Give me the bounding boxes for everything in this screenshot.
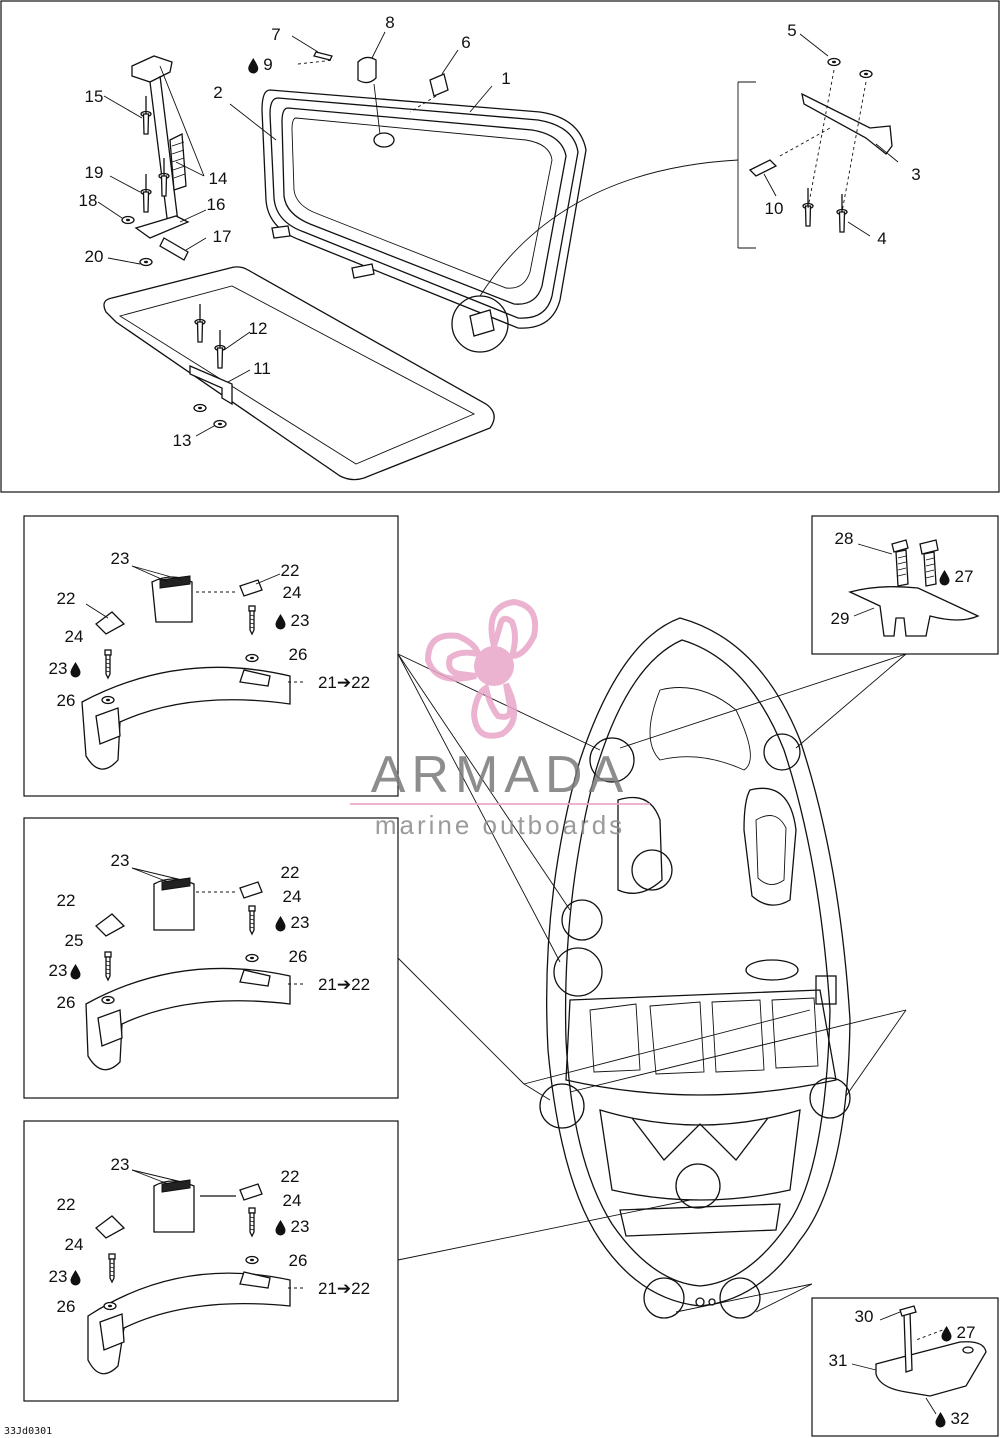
callout-a21: 21➔22: [318, 673, 370, 692]
callout-p26b: 26: [57, 1297, 76, 1316]
callout-e32: 32: [951, 1409, 970, 1428]
callout-b22b: 22: [281, 863, 300, 882]
bottom-panel-frame: [811, 1297, 999, 1437]
callout-b21: 21➔22: [318, 975, 370, 994]
drop-icon: [70, 662, 81, 678]
watercraft-top-view: [397, 617, 907, 1319]
panel-b-frame: [23, 817, 399, 1099]
hinge-assembly: [97, 55, 207, 267]
drop-icon: [70, 1270, 81, 1286]
cleat-panel-callouts: 28 27 29: [831, 529, 974, 628]
drop-icon: [248, 58, 259, 74]
callout-a26a: 26: [289, 645, 308, 664]
callout-p22b: 22: [281, 1167, 300, 1186]
callout-a22b: 22: [281, 561, 300, 580]
callout-c7: 7: [271, 25, 280, 44]
callout-b23b: 23: [291, 913, 310, 932]
hatch-opening: [103, 266, 495, 481]
callout-e27: 27: [957, 1323, 976, 1342]
callout-b25: 25: [65, 931, 84, 950]
drop-icon: [939, 570, 950, 586]
callout-c15: 15: [85, 87, 104, 106]
latch-parts: [291, 31, 459, 135]
callout-c19: 19: [85, 163, 104, 182]
drop-icon: [935, 1412, 946, 1428]
callout-p24a: 24: [65, 1235, 84, 1254]
hatch-cover: [261, 89, 587, 329]
callout-p21: 21➔22: [318, 1279, 370, 1298]
callout-c13: 13: [173, 431, 192, 450]
panel-c-frame: [23, 1120, 399, 1402]
drop-icon: [275, 614, 286, 630]
callout-c18: 18: [79, 191, 98, 210]
bottom-panel-parts: [851, 1305, 987, 1415]
drop-icon: [941, 1326, 952, 1342]
panel-a-frame: [23, 515, 399, 797]
callout-a23c: 23: [49, 659, 68, 678]
callout-c5: 5: [787, 21, 796, 40]
callout-e31: 31: [829, 1351, 848, 1370]
callout-c6: 6: [461, 33, 470, 52]
callout-b24a: 24: [283, 887, 302, 906]
callout-b26b: 26: [57, 993, 76, 1012]
callout-d29: 29: [831, 609, 850, 628]
callout-b23c: 23: [49, 961, 68, 980]
drop-icon: [275, 916, 286, 932]
panel-c-callouts: 23 22 22 24 24 23 26 23 26 21➔22: [49, 1155, 370, 1316]
bottom-panel-callouts: 30 27 31 32: [829, 1307, 976, 1428]
panel-c-parts: [87, 1169, 306, 1375]
callout-c10: 10: [765, 199, 784, 218]
callout-p23a: 23: [111, 1155, 130, 1174]
callout-c17: 17: [213, 227, 232, 246]
top-section-frame: [0, 0, 1000, 493]
callout-a23a: 23: [111, 549, 130, 568]
callout-p26a: 26: [289, 1251, 308, 1270]
cleat-panel-parts: [848, 539, 980, 637]
panel-b-parts: [85, 867, 306, 1071]
panel-a-callouts: 23 22 22 24 23 24 26 23 26 21➔22: [49, 549, 370, 710]
callout-c1: 1: [501, 69, 510, 88]
callout-d28: 28: [835, 529, 854, 548]
callout-a23b: 23: [291, 611, 310, 630]
panel-a-parts: [81, 565, 306, 770]
watermark-brand: ARMADA: [371, 746, 629, 804]
callout-c8: 8: [385, 13, 394, 32]
callout-c9: 9: [263, 55, 272, 74]
callout-b22a: 22: [57, 891, 76, 910]
callout-a26b: 26: [57, 691, 76, 710]
diagram-code: 33Jd0301: [4, 1426, 52, 1437]
latch-bracket-detail: [737, 33, 899, 249]
callout-b26a: 26: [289, 947, 308, 966]
propeller-logo-icon: [424, 598, 538, 739]
callout-c2: 2: [213, 83, 222, 102]
callout-c4: 4: [877, 229, 886, 248]
callout-a24a: 24: [283, 583, 302, 602]
watermark-tagline: marine outboards: [375, 810, 625, 840]
callout-c11: 11: [253, 359, 271, 378]
drop-icon: [70, 964, 81, 980]
callout-a22a: 22: [57, 589, 76, 608]
callout-c14: 14: [209, 169, 228, 188]
callout-p23b: 23: [291, 1217, 310, 1236]
callout-p22a: 22: [57, 1195, 76, 1214]
callout-p23c: 23: [49, 1267, 68, 1286]
panel-b-callouts: 23 22 22 24 25 23 26 23 26 21➔22: [49, 851, 370, 1012]
callout-c20: 20: [85, 247, 104, 266]
callout-p24b: 24: [283, 1191, 302, 1210]
callout-c12: 12: [249, 319, 268, 338]
bracket-11: [189, 303, 251, 437]
callout-c16: 16: [207, 195, 226, 214]
callout-d27: 27: [955, 567, 974, 586]
drop-icon: [275, 1220, 286, 1236]
armada-watermark: ARMADA marine outboards: [350, 598, 650, 840]
callout-b23a: 23: [111, 851, 130, 870]
callout-a24b: 24: [65, 627, 84, 646]
callout-e30: 30: [855, 1307, 874, 1326]
callout-c3: 3: [911, 165, 920, 184]
